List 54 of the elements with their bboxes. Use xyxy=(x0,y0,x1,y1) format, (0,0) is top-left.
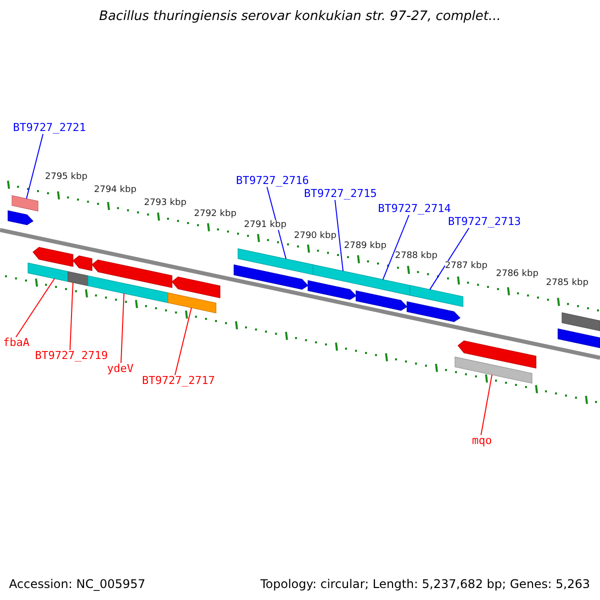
gene-block xyxy=(92,260,172,288)
gene-block xyxy=(562,312,600,332)
gene-block xyxy=(558,328,600,348)
gene-block xyxy=(312,264,410,296)
accession-text: Accession: NC_005957 xyxy=(9,577,146,591)
gene-block xyxy=(234,264,308,290)
gene-block xyxy=(168,292,216,314)
gene-label: BT9727_2716 xyxy=(236,175,309,187)
leader-line xyxy=(266,186,286,260)
leader-line xyxy=(16,278,55,338)
gene-block xyxy=(8,210,34,226)
scale-label: 2791 kbp xyxy=(244,220,286,230)
gene-label: BT9727_2719 xyxy=(35,350,108,362)
leader-line xyxy=(174,307,192,376)
gene-block xyxy=(458,340,536,369)
scale-label: 2790 kbp xyxy=(294,231,336,241)
genome-summary-text: Topology: circular; Length: 5,237,682 bp; Genes: 5,263 xyxy=(260,577,590,591)
scale-label: 2785 kbp xyxy=(546,278,588,288)
gene-block xyxy=(68,271,88,286)
gene-label: ydeV xyxy=(107,363,134,375)
gene-block xyxy=(308,280,356,300)
gene-block xyxy=(454,356,532,384)
map-title: Bacillus thuringiensis serovar konkukian str. 97-27, complet... xyxy=(98,9,502,24)
scale-label: 2794 kbp xyxy=(94,185,136,195)
leader-line xyxy=(26,134,44,200)
gene-label: BT9727_2715 xyxy=(304,188,377,200)
scale-label: 2793 kbp xyxy=(144,198,186,208)
gene-block xyxy=(410,284,464,307)
scale-label: 2792 kbp xyxy=(194,209,236,219)
gene-block xyxy=(356,290,408,311)
gene-label: BT9727_2713 xyxy=(448,216,521,228)
leader-line xyxy=(429,228,470,290)
leader-line xyxy=(70,282,74,350)
leader-line xyxy=(334,200,344,272)
gene-block xyxy=(88,275,168,304)
scale-label: 2788 kbp xyxy=(395,251,438,261)
gene-block xyxy=(72,256,92,271)
gene-block xyxy=(406,301,460,322)
scale-label: 2789 kbp xyxy=(344,241,386,251)
gene-block xyxy=(12,195,38,212)
leader-line xyxy=(120,292,124,364)
scale-label: 2787 kbp xyxy=(445,261,488,271)
scale-label: 2795 kbp xyxy=(45,172,88,182)
gene-block xyxy=(172,276,220,298)
gene-label: BT9727_2721 xyxy=(13,122,86,134)
gene-block xyxy=(28,262,68,282)
leader-line xyxy=(480,374,492,436)
gene-block xyxy=(238,248,314,276)
scale-label: 2786 kbp xyxy=(496,269,538,279)
gene-label: mqo xyxy=(472,435,492,447)
gene-label: BT9727_2714 xyxy=(378,203,451,215)
gene-label: BT9727_2717 xyxy=(142,375,215,387)
leader-line xyxy=(382,214,410,280)
gene-label: fbaA xyxy=(3,337,30,349)
